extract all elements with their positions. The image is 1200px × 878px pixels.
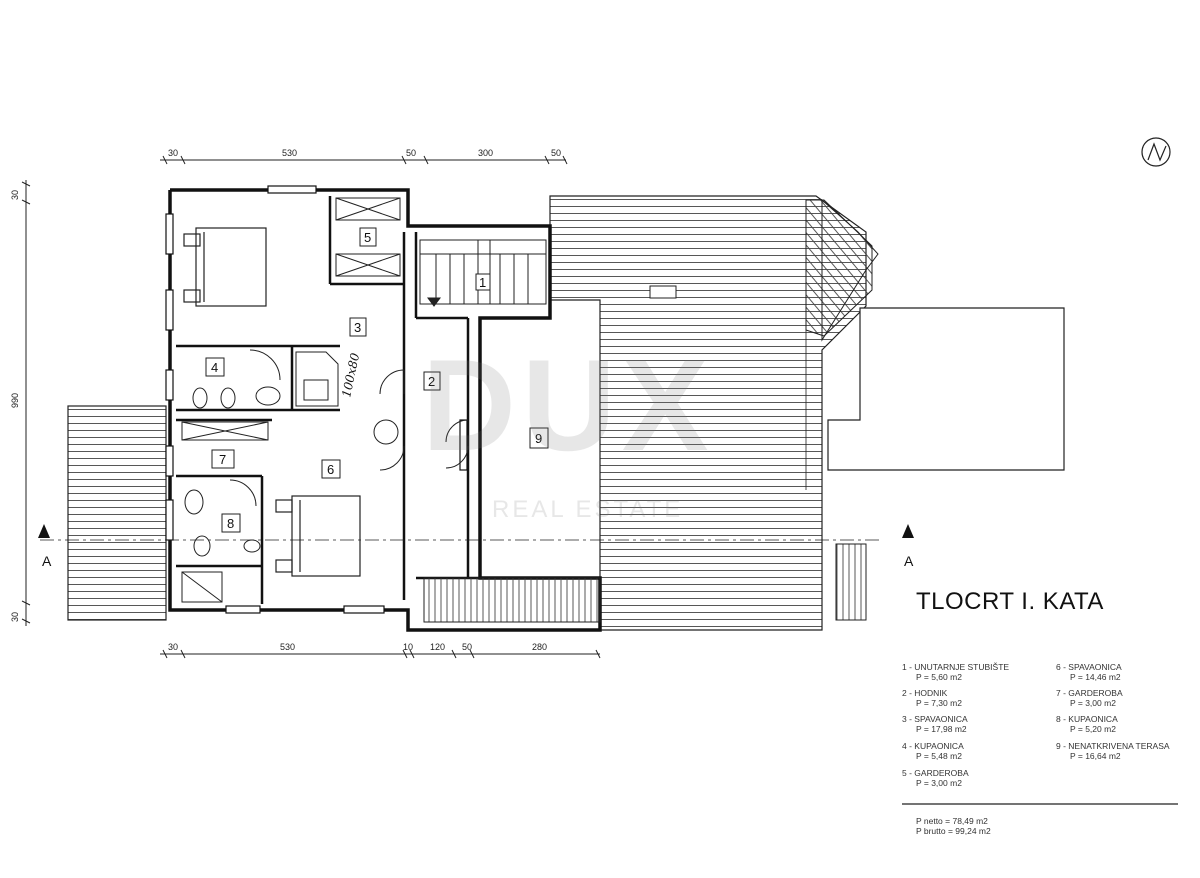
room-num-9: 9 — [535, 431, 542, 446]
legend-room-area: P = 5,20 m2 — [1070, 724, 1116, 734]
legend-room-name: KUPAONICA — [1068, 714, 1118, 724]
doors — [373, 369, 469, 471]
legend-room-name: NENATKRIVENA TERASA — [1068, 741, 1170, 751]
legend-room-area: P = 3,00 m2 — [1070, 698, 1116, 708]
legend-room-name: SPAVAONICA — [1068, 662, 1122, 672]
legend-room-area: P = 3,00 m2 — [916, 778, 962, 788]
legend-room-area: P = 5,48 m2 — [916, 751, 962, 761]
watermark-subtitle: REAL ESTATE — [492, 496, 684, 523]
handwritten-note: 100x80 — [339, 351, 362, 398]
legend-item: 9 - NENATKRIVENA TERASA P = 16,64 m2 — [1056, 741, 1170, 761]
chimney — [649, 285, 677, 299]
legend-room-name: KUPAONICA — [914, 741, 964, 751]
left-dim-label: 990 — [10, 393, 20, 408]
legend-room-area: P = 5,60 m2 — [916, 672, 962, 682]
interior-stair — [419, 239, 547, 307]
room-num-1: 1 — [479, 275, 486, 290]
wardrobe-5-cabinets — [335, 197, 401, 277]
top-dim-label: 30 — [168, 148, 178, 158]
area-totals: P netto = 78,49 m2 P brutto = 99,24 m2 — [916, 816, 991, 836]
legend-item: 6 - SPAVAONICA P = 14,46 m2 — [1056, 662, 1122, 682]
windows — [165, 185, 468, 614]
legend-room-name: UNUTARNJE STUBIŠTE — [914, 662, 1010, 672]
legend-room-area: P = 16,64 m2 — [1070, 751, 1121, 761]
room-num-5: 5 — [364, 230, 371, 245]
legend-room-area: P = 17,98 m2 — [916, 724, 967, 734]
left-dimension-line — [21, 180, 31, 626]
legend-item: 4 - KUPAONICA P = 5,48 m2 — [902, 741, 964, 761]
room-num-3: 3 — [354, 320, 361, 335]
right-stair — [835, 543, 867, 621]
right-deck — [549, 195, 867, 631]
legend-room-area: P = 14,46 m2 — [1070, 672, 1121, 682]
bottom-dim-label: 120 — [430, 642, 445, 652]
bottom-dim-label: 280 — [532, 642, 547, 652]
room-num-8: 8 — [227, 516, 234, 531]
top-dim-label: 530 — [282, 148, 297, 158]
left-dim-label: 30 — [10, 612, 20, 622]
watermark-logo: DUX — [422, 332, 715, 478]
bottom-dimension-line — [160, 649, 601, 659]
section-label-left: A — [42, 553, 52, 569]
legend-room-name: GARDEROBA — [914, 768, 969, 778]
bathroom-4-fixtures — [192, 349, 339, 409]
legend-room-area: P = 7,30 m2 — [916, 698, 962, 708]
room-num-2: 2 — [428, 374, 435, 389]
wardrobe-7-cabinet — [181, 421, 269, 441]
north-arrow-icon — [1141, 137, 1171, 167]
top-dim-label: 300 — [478, 148, 493, 158]
bottom-dim-label: 530 — [280, 642, 295, 652]
section-label-right: A — [904, 553, 914, 569]
section-marker-left: A — [38, 524, 880, 569]
legend-item: 8 - KUPAONICA P = 5,20 m2 — [1056, 714, 1118, 734]
legend-item: 3 - SPAVAONICA P = 17,98 m2 — [902, 714, 968, 734]
section-marker-right: A — [902, 524, 914, 569]
top-dim-label: 50 — [406, 148, 416, 158]
plan-title: TLOCRT I. KATA — [916, 588, 1104, 615]
right-roof-outline — [821, 198, 879, 342]
legend-room-name: SPAVAONICA — [914, 714, 968, 724]
bed-room-3 — [183, 227, 267, 307]
legend-item: 2 - HODNIK P = 7,30 m2 — [902, 688, 962, 708]
bottom-dim-label: 10 — [403, 642, 413, 652]
legend-room-name: GARDEROBA — [1068, 688, 1123, 698]
gross-area: P brutto = 99,24 m2 — [916, 826, 991, 836]
bottom-dim-label: 30 — [168, 642, 178, 652]
terrace-9-edge — [423, 577, 601, 623]
legend-item: 1 - UNUTARNJE STUBIŠTE P = 5,60 m2 — [902, 662, 1010, 682]
net-area: P netto = 78,49 m2 — [916, 816, 988, 826]
bottom-dim-label: 50 — [462, 642, 472, 652]
room-numbers: 1 2 3 4 5 6 7 8 9 — [205, 227, 549, 533]
room-num-7: 7 — [219, 452, 226, 467]
legend-item: 5 - GARDEROBA P = 3,00 m2 — [902, 768, 969, 788]
legend-room-name: HODNIK — [914, 688, 948, 698]
top-dim-label: 50 — [551, 148, 561, 158]
bed-room-6 — [275, 495, 361, 577]
room-num-4: 4 — [211, 360, 218, 375]
left-dim-label: 30 — [10, 190, 20, 200]
room-num-6: 6 — [327, 462, 334, 477]
left-balcony — [67, 405, 167, 621]
legend-item: 7 - GARDEROBA P = 3,00 m2 — [1056, 688, 1123, 708]
bathroom-8-fixtures — [181, 479, 261, 603]
top-dimension-line — [160, 155, 568, 165]
outer-terrace — [827, 307, 1065, 471]
